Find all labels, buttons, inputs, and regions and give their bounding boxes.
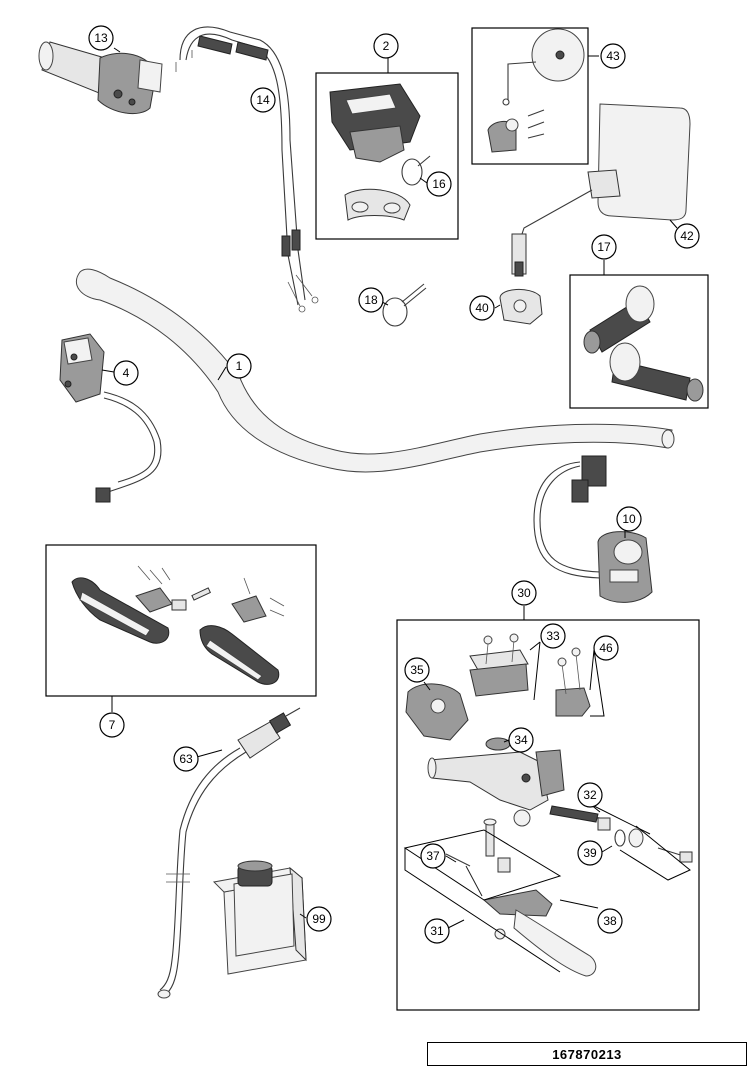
callout-label: 2 — [383, 39, 390, 53]
box-master-cylinder — [396, 619, 700, 1011]
callout-label: 34 — [514, 733, 528, 747]
callout-label: 43 — [606, 49, 620, 63]
box-grips — [569, 274, 709, 409]
callout-13: 13 — [88, 25, 114, 51]
drawing-number: 167870213 — [552, 1046, 622, 1062]
callout-4: 4 — [113, 360, 139, 386]
callout-14: 14 — [250, 87, 276, 113]
grips — [583, 285, 704, 402]
callout-10: 10 — [616, 506, 642, 532]
master-cylinder-assembly — [405, 633, 693, 977]
callout-31: 31 — [424, 918, 450, 944]
callout-label: 32 — [583, 788, 597, 802]
callout-18: 18 — [358, 287, 384, 313]
throttle-grip — [38, 41, 163, 115]
callout-label: 40 — [475, 301, 489, 315]
callout-label: 18 — [364, 293, 378, 307]
left-switch — [59, 333, 162, 503]
callout-42: 42 — [674, 223, 700, 249]
box-hand-guards — [45, 544, 317, 697]
callout-label: 46 — [599, 641, 613, 655]
callout-33: 33 — [540, 623, 566, 649]
callout-label: 38 — [603, 914, 617, 928]
cable-tie — [382, 283, 427, 327]
callout-label: 99 — [312, 912, 326, 926]
callout-32: 32 — [577, 782, 603, 808]
callout-34: 34 — [508, 727, 534, 753]
callout-46: 46 — [593, 635, 619, 661]
callout-label: 13 — [94, 31, 108, 45]
callout-39: 39 — [577, 840, 603, 866]
callout-label: 4 — [123, 366, 130, 380]
callout-label: 37 — [426, 849, 440, 863]
fluid-bottle — [212, 860, 307, 975]
callout-1: 1 — [226, 353, 252, 379]
callout-label: 63 — [179, 752, 193, 766]
callout-16: 16 — [426, 171, 452, 197]
callout-label: 33 — [546, 629, 560, 643]
callout-label: 14 — [256, 93, 270, 107]
mirror-small — [487, 28, 585, 153]
callout-label: 30 — [517, 586, 531, 600]
callout-label: 35 — [410, 663, 424, 677]
handlebar-pad — [329, 83, 431, 221]
callout-label: 17 — [597, 240, 611, 254]
callout-label: 1 — [236, 359, 243, 373]
hand-guards — [71, 565, 285, 685]
callout-label: 42 — [680, 229, 694, 243]
callout-37: 35 — [404, 657, 430, 683]
box-mirror-small — [471, 27, 589, 165]
callout-99: 99 — [306, 906, 332, 932]
callout-label: 7 — [109, 718, 116, 732]
right-switch — [533, 455, 653, 603]
leader-lines — [101, 47, 691, 973]
callout-43: 43 — [600, 43, 626, 69]
callout-label: 16 — [432, 177, 446, 191]
clutch-hose — [157, 707, 301, 999]
callout-label: 10 — [622, 512, 636, 526]
mirror-large — [511, 103, 691, 277]
callout-35: 37 — [420, 843, 446, 869]
box-handlebar-pad — [315, 72, 459, 240]
callout-38: 38 — [597, 908, 623, 934]
callout-7: 7 — [99, 712, 125, 738]
callout-label: 31 — [430, 924, 444, 938]
callout-17: 17 — [591, 234, 617, 260]
callout-40: 40 — [469, 295, 495, 321]
throttle-cables — [175, 26, 319, 313]
callout-2: 2 — [373, 33, 399, 59]
callout-30: 30 — [511, 580, 537, 606]
mirror-clamp — [499, 289, 543, 325]
callout-63: 63 — [173, 746, 199, 772]
drawing-number-box: 167870213 — [427, 1042, 747, 1066]
callout-label: 39 — [583, 846, 597, 860]
